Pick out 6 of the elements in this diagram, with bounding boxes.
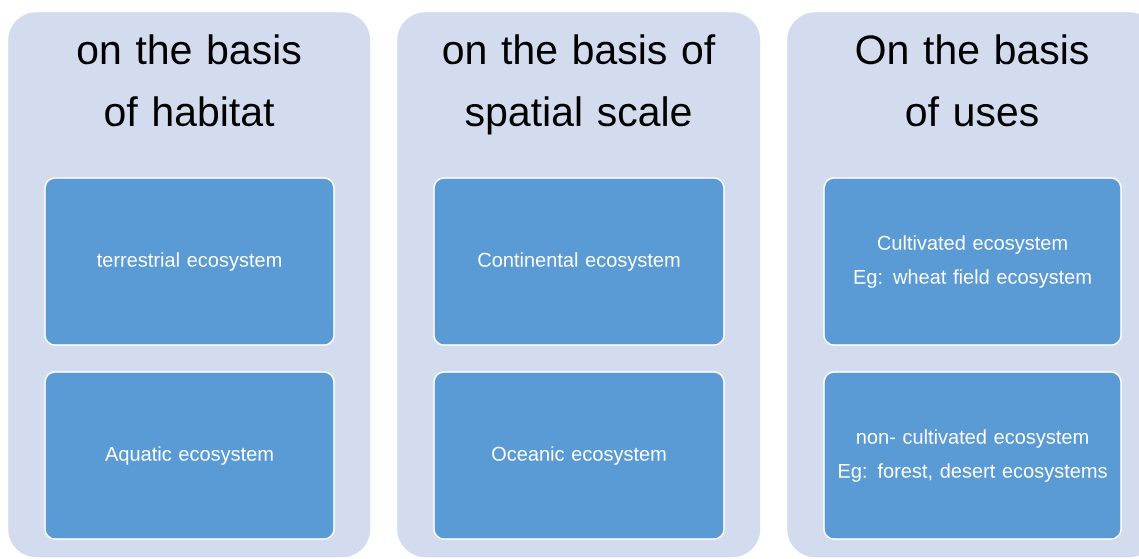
ecosystem-box: Aquatic ecosystem [44,371,335,540]
ecosystem-box: Oceanic ecosystem [433,371,725,540]
ecosystem-box: non- cultivated ecosystem Eg: forest, desert ecosystems [823,371,1122,540]
ecosystem-box: terrestrial ecosystem [44,177,335,346]
ecosystem-box: Cultivated ecosystem Eg: wheat field ecosystem [823,177,1122,346]
ecosystem-box: Continental ecosystem [433,177,725,346]
